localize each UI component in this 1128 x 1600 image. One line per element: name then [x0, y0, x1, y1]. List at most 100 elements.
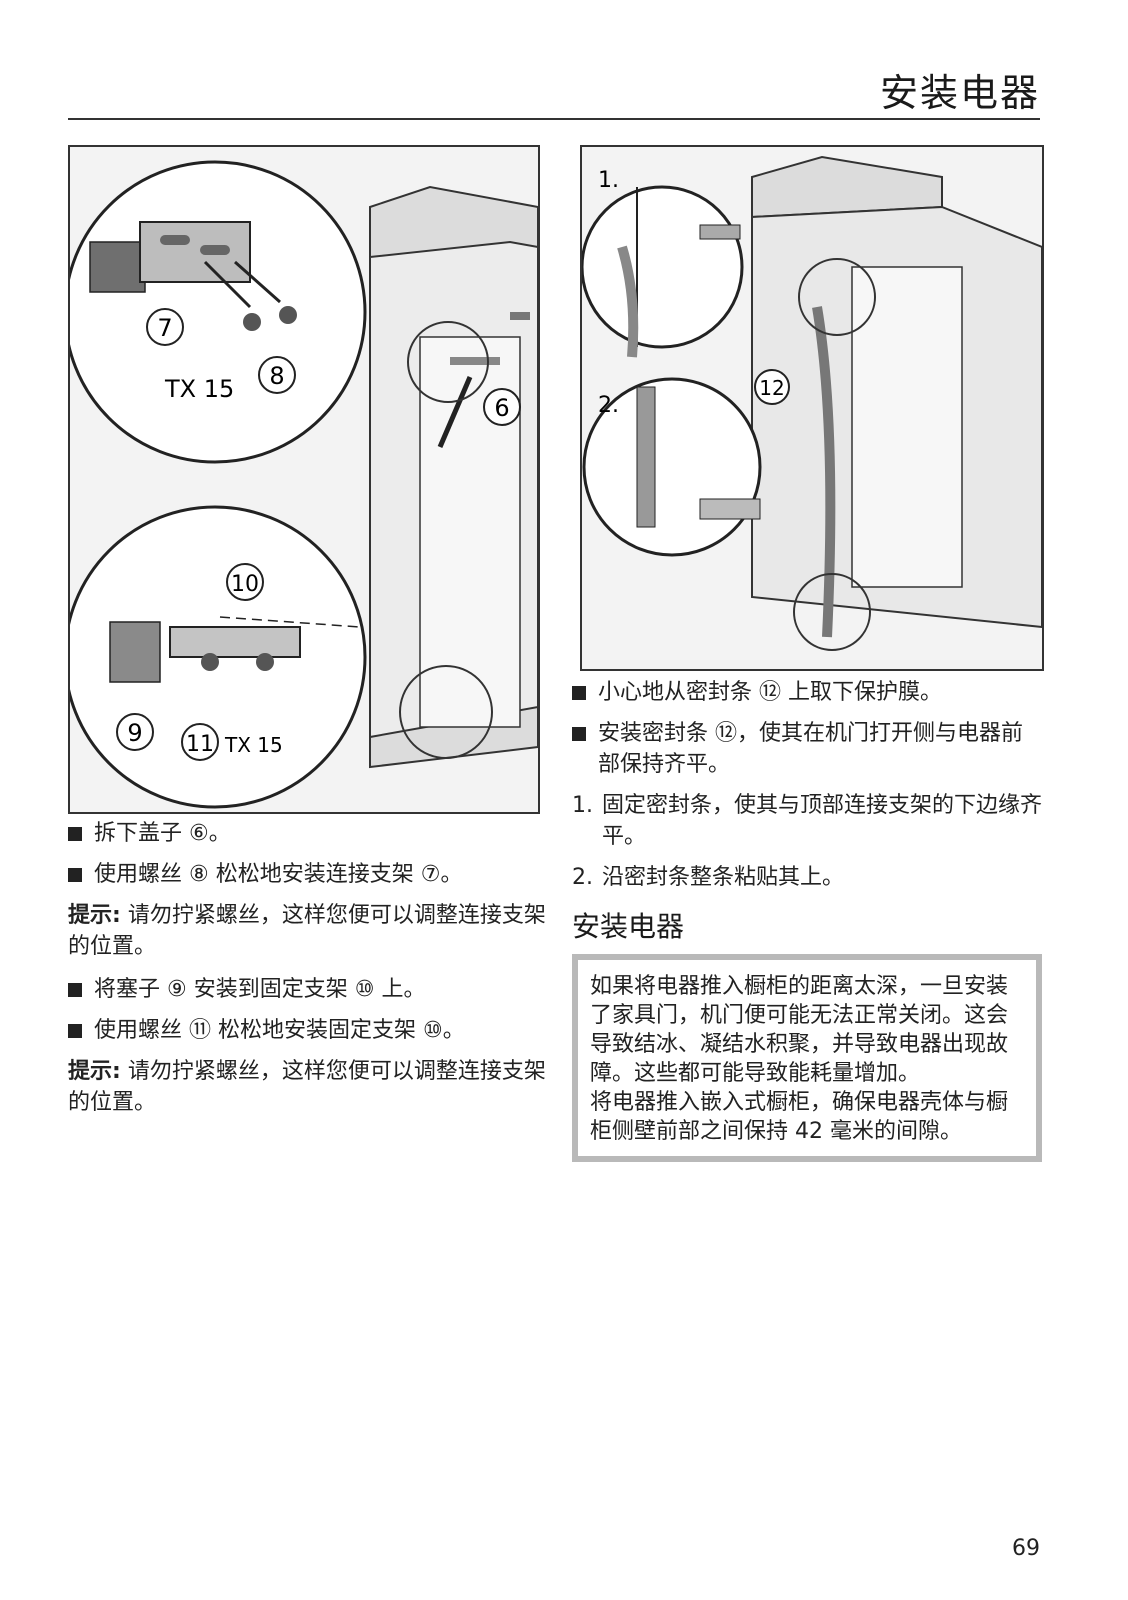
- step-1-seal: [617, 245, 639, 358]
- page-title: 安装电器: [879, 71, 1040, 115]
- step-text: 固定密封条，使其与顶部连接支架的下边缘齐平。: [602, 793, 1043, 849]
- bullet-text: 安装到固定支架: [193, 977, 348, 1002]
- part-ref: ⑫: [715, 721, 738, 746]
- screw-a: [243, 313, 261, 331]
- gap-value: 42 毫米: [795, 1119, 875, 1144]
- step-2-label: 2.: [598, 393, 619, 418]
- bullet-square: [572, 727, 586, 741]
- arrow-line-a: [203, 260, 252, 309]
- illustration-bracket-mounting: 7 8 TX 15 6 10 9 11 TX 15: [68, 145, 540, 814]
- instruction-install-plug: 将塞子 ⑨ 安装到固定支架 ⑩ 上。: [68, 974, 548, 1005]
- detail-circle-top: [407, 321, 489, 403]
- bullet-square: [572, 686, 586, 700]
- callout-circle-12: [754, 369, 790, 405]
- bullet-end: 上。: [381, 977, 426, 1002]
- bullet-text: 将塞子: [94, 977, 161, 1002]
- bullet-text: 松松地安装连接支架: [215, 862, 414, 887]
- bullet-square: [68, 827, 82, 841]
- callout-8: 8: [269, 362, 284, 390]
- bracket-slot-a: [160, 235, 190, 245]
- bullet-square: [68, 983, 82, 997]
- callout-7: 7: [157, 314, 172, 342]
- callout-circle-6: [483, 388, 521, 426]
- instruction-remove-protective-film: 小心地从密封条 ⑫ 上取下保护膜。: [572, 677, 1042, 708]
- screw-d: [256, 653, 274, 671]
- part-ref: ⑨: [167, 977, 187, 1002]
- callout-9: 9: [127, 719, 142, 747]
- section-heading: 安装电器: [572, 910, 685, 943]
- step-number: 1.: [572, 793, 593, 818]
- appliance-interior-right: [851, 266, 963, 588]
- bullet-text: 拆下盖子: [94, 821, 183, 846]
- step-2-seal: [636, 386, 656, 528]
- step-2: 2. 沿密封条整条粘贴其上。: [572, 862, 1042, 893]
- plug-part: [109, 621, 161, 683]
- alignment-line: [219, 616, 361, 628]
- note-label: 提示:: [68, 903, 121, 928]
- step-1-bracket: [699, 224, 741, 240]
- callout-6: 6: [494, 394, 509, 422]
- part-ref: ⑪: [189, 1018, 212, 1043]
- callout-circle-8: [258, 356, 296, 394]
- warning-paragraph-2: 将电器推入嵌入式橱柜，确保电器壳体与橱柜侧壁前部之间保持 42 毫米的间隙。: [590, 1088, 1022, 1146]
- part-ref: ⑫: [759, 680, 782, 705]
- bracket-mounting-drawing: 7 8 TX 15 6 10 9 11 TX 15: [70, 160, 538, 809]
- detail-circle-upper: [798, 258, 876, 336]
- bullet-end: 。: [440, 862, 463, 887]
- right-text-column: 小心地从密封条 ⑫ 上取下保护膜。 安装密封条 ⑫，使其在机门打开侧与电器前部保…: [572, 677, 1042, 1162]
- bullet-text: 使用螺丝: [94, 1018, 183, 1043]
- left-text-column: 拆下盖子 ⑥。 使用螺丝 ⑧ 松松地安装连接支架 ⑦。 提示: 请勿拧紧螺丝，这…: [68, 818, 548, 1130]
- magnified-detail-top: [70, 160, 367, 464]
- bullet-end: ，使其在机门打开侧与电器前部保持齐平。: [598, 721, 1024, 777]
- bullet-end: 上取下保护膜。: [788, 680, 943, 705]
- connecting-bracket-drawing: [139, 221, 251, 283]
- screw-b: [279, 306, 297, 324]
- bullet-square: [68, 1024, 82, 1038]
- part-ref: ⑩: [423, 1018, 443, 1043]
- seal-strip-drawing: 1. 2. 12: [582, 155, 1042, 651]
- bullet-text: 使用螺丝: [94, 862, 183, 887]
- bullet-text: 安装密封条: [598, 721, 709, 746]
- callout-circle-7: [146, 308, 184, 346]
- part-ref: ⑦: [420, 862, 441, 887]
- instruction-mount-fixing-bracket: 使用螺丝 ⑪ 松松地安装固定支架 ⑩。: [68, 1015, 548, 1046]
- cabinet-top: [751, 155, 943, 219]
- bullet-square: [68, 868, 82, 882]
- detail-circle-lower: [793, 573, 871, 651]
- part-ref: ⑧: [189, 862, 209, 887]
- step-text: 沿密封条整条粘贴其上。: [602, 865, 845, 890]
- warning-box: 如果将电器推入橱柜的距离太深，一旦安装了家具门，机门便可能无法正常关闭。这会导致…: [572, 954, 1042, 1162]
- bullet-end: 。: [442, 1018, 465, 1043]
- bracket-mark: [510, 312, 530, 320]
- arrow-line-b: [234, 260, 281, 304]
- warning-text: 的间隙。: [874, 1119, 963, 1144]
- magnified-step-1: [582, 185, 744, 349]
- callout-circle-11: [181, 723, 219, 761]
- instruction-mount-connecting-bracket: 使用螺丝 ⑧ 松松地安装连接支架 ⑦。: [68, 859, 548, 890]
- seal-strip-shape: [812, 306, 836, 638]
- step-1: 1. 固定密封条，使其与顶部连接支架的下边缘齐平。: [572, 790, 1042, 852]
- tool-label-tx15-a: TX 15: [164, 375, 234, 403]
- instruction-install-seal: 安装密封条 ⑫，使其在机门打开侧与电器前部保持齐平。: [572, 718, 1042, 780]
- fixing-bracket-drawing: [169, 626, 301, 658]
- header-divider: [68, 118, 1040, 120]
- note-do-not-tighten-2: 提示: 请勿拧紧螺丝，这样您便可以调整连接支架的位置。: [68, 1056, 548, 1118]
- bullet-text: 松松地安装固定支架: [218, 1018, 417, 1043]
- step-1-label: 1.: [598, 168, 619, 193]
- top-bracket-small: [450, 357, 500, 365]
- note-text: 请勿拧紧螺丝，这样您便可以调整连接支架的位置。: [68, 1059, 546, 1115]
- part-ref: ⑥: [189, 821, 209, 846]
- bullet-text: 小心地从密封条: [598, 680, 753, 705]
- callout-11: 11: [186, 732, 214, 757]
- page-number: 69: [1012, 1536, 1040, 1561]
- instruction-remove-cover: 拆下盖子 ⑥。: [68, 818, 548, 849]
- tool-label-tx15-b: TX 15: [224, 733, 283, 757]
- detail-circle-bottom: [399, 665, 493, 759]
- callout-12: 12: [759, 376, 784, 400]
- cover-part: [89, 241, 146, 293]
- illustration-seal-strip: 1. 2. 12: [580, 145, 1044, 671]
- step-number: 2.: [572, 865, 593, 890]
- part-ref: ⑩: [354, 977, 375, 1002]
- callout-10: 10: [231, 572, 259, 597]
- warning-text: 将电器推入嵌入式橱柜，确保电器壳体与橱柜侧壁前部之间保持: [590, 1090, 1009, 1144]
